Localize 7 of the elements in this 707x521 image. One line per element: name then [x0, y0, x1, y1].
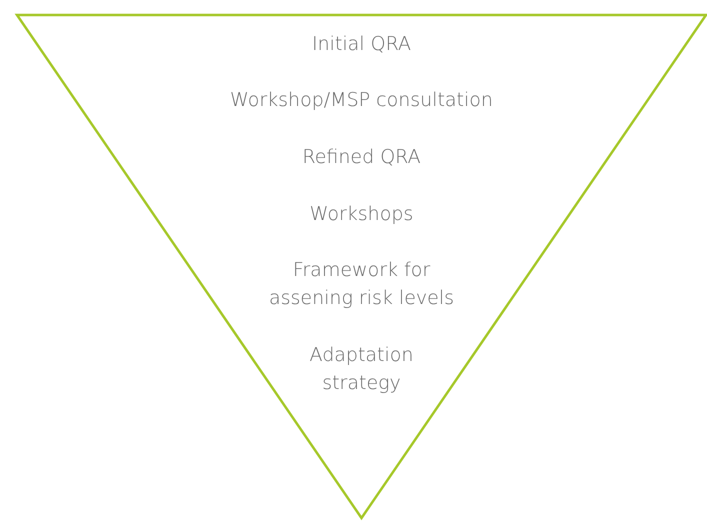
inverted-triangle: [14, 12, 707, 521]
stage-label: Adaptation strategy: [308, 343, 414, 396]
stage-label: Workshops: [308, 202, 414, 227]
stage-label: Refined QRA: [301, 145, 422, 170]
stage-label: Initial QRA: [311, 32, 412, 57]
stage-label: Workshop/MSP consultation: [229, 88, 494, 113]
stage-label: Framework for assening risk levels: [268, 258, 456, 311]
